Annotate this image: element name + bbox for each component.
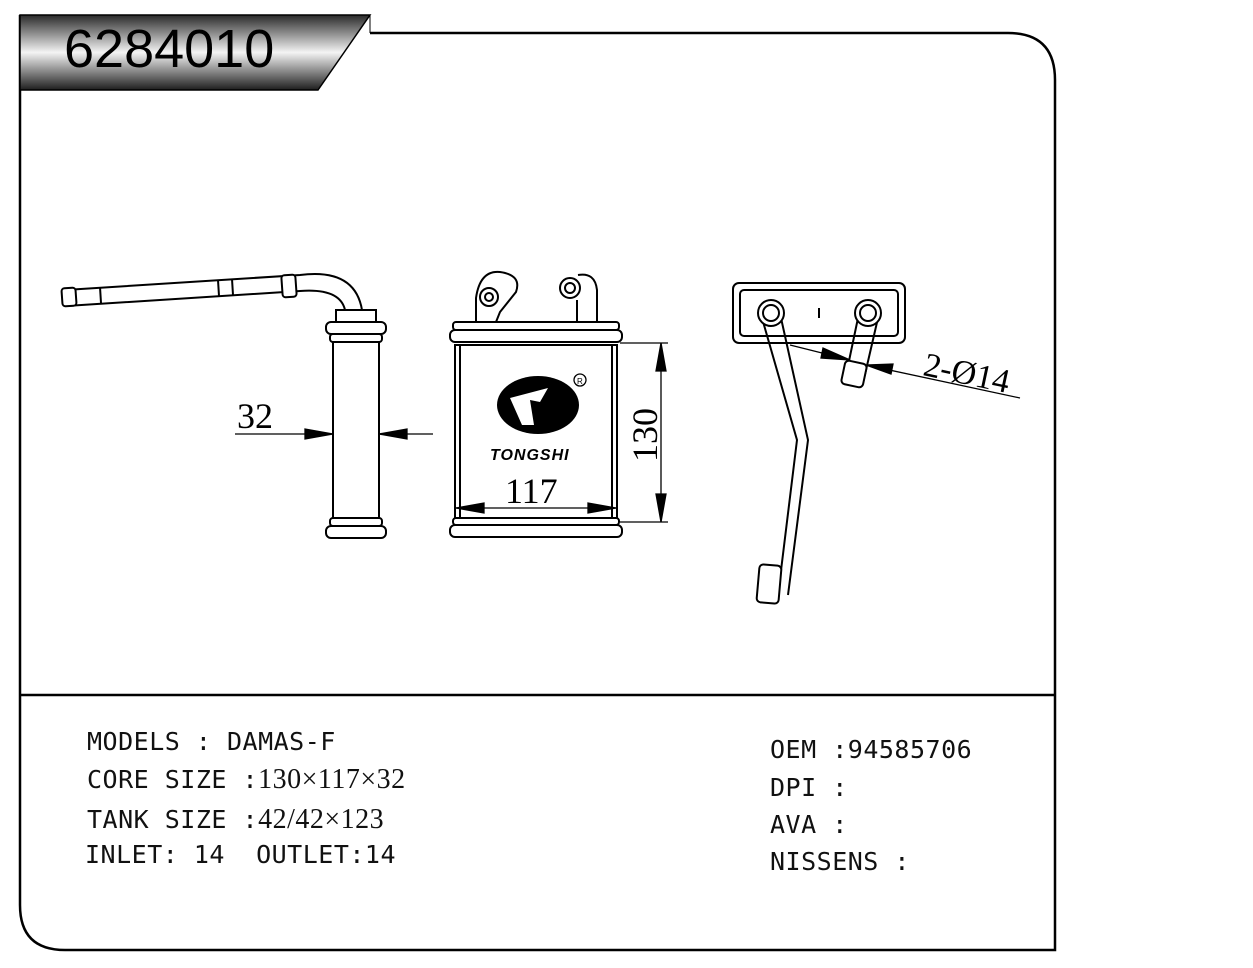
tank-size-line: TANK SIZE :42/42×123 — [87, 804, 384, 836]
height-label: 130 — [625, 408, 665, 462]
width-label: 117 — [505, 471, 558, 511]
top-view — [732, 282, 906, 605]
dimension-width — [455, 502, 617, 514]
core-size-line: CORE SIZE :130×117×32 — [87, 764, 406, 796]
registered-mark: R — [577, 377, 583, 386]
tank-size-value: 42/42×123 — [258, 804, 385, 835]
part-number-banner — [19, 14, 372, 91]
brand-name: TONGSHI — [490, 447, 570, 464]
models-value: DAMAS-F — [226, 727, 336, 756]
core-size-label: CORE SIZE : — [87, 765, 259, 794]
ava-label: AVA : — [770, 810, 848, 839]
oem-line: OEM :94585706 — [770, 735, 972, 764]
drawing-frame — [18, 15, 1057, 952]
thickness-label: 32 — [237, 396, 273, 436]
tongshi-logo: R TONGSHI — [490, 373, 587, 464]
pipe-label: 2-Ø14 — [920, 347, 1013, 401]
models-label: MODELS : — [87, 727, 227, 756]
oem-value: 94585706 — [847, 735, 973, 764]
part-number: 6284010 — [64, 19, 275, 79]
dpi-label: DPI : — [770, 773, 848, 802]
inlet-outlet: INLET: 14 OUTLET:14 — [85, 840, 397, 869]
core-size-value: 130×117×32 — [258, 764, 406, 795]
tank-size-label: TANK SIZE : — [87, 805, 259, 834]
nissens-label: NISSENS : — [770, 847, 910, 876]
models-line: MODELS : DAMAS-F — [87, 727, 336, 756]
dimension-thickness — [235, 428, 433, 440]
side-view — [60, 273, 387, 539]
dimension-height — [620, 342, 668, 523]
oem-label: OEM : — [770, 735, 848, 764]
dimension-pipe — [789, 344, 1021, 399]
